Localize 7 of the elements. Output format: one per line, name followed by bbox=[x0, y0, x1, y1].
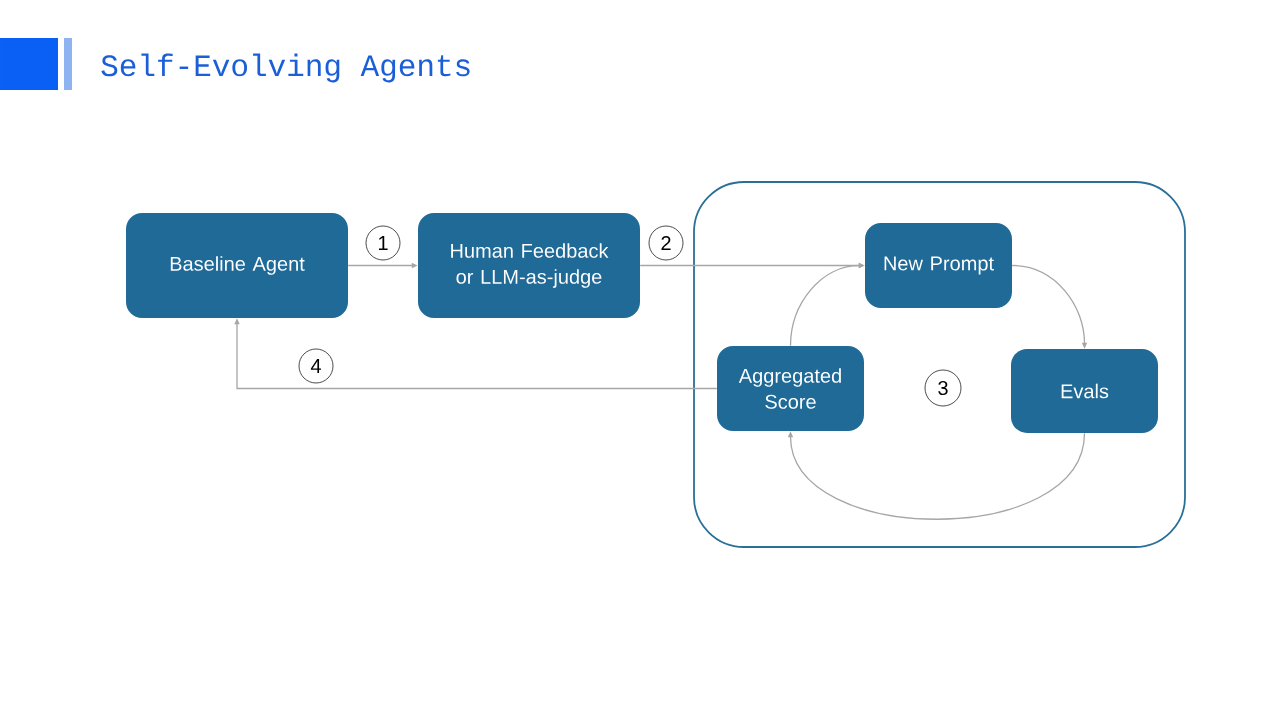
process-box: Human Feedback or LLM-as-judge bbox=[418, 213, 640, 318]
rounded-frame bbox=[693, 181, 1186, 548]
process-box: Aggregated Score bbox=[717, 346, 864, 431]
slide-title: Self-Evolving Agents bbox=[101, 53, 470, 83]
process-box: Evals bbox=[1011, 349, 1158, 433]
process-box: Baseline Agent bbox=[126, 213, 348, 318]
process-box: New Prompt bbox=[865, 223, 1012, 308]
